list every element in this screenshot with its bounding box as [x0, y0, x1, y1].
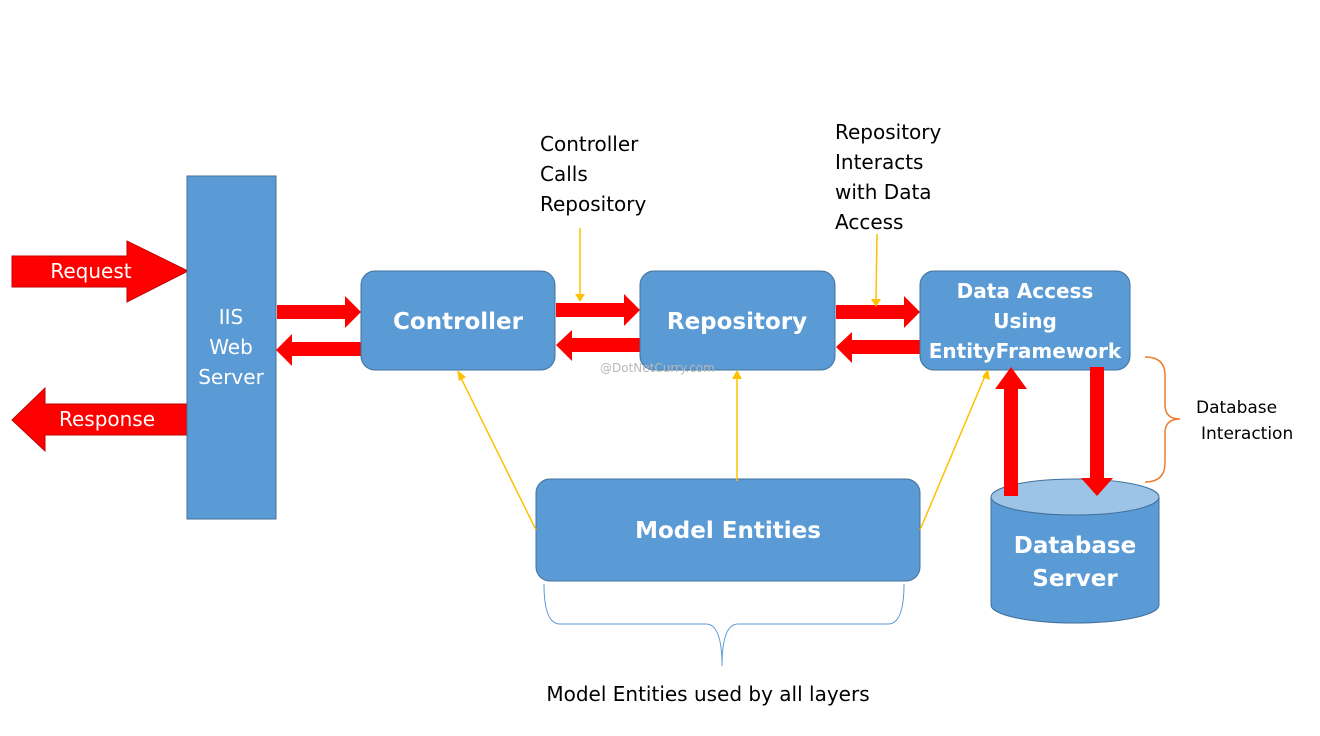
- model-connectors: [457, 369, 990, 531]
- request-arrow: Request: [11, 240, 190, 303]
- model-entities-used-label: Model Entities used by all layers: [546, 682, 869, 706]
- watermark: @DotNetCurry.com: [600, 361, 715, 375]
- repository-label: Repository: [667, 309, 807, 335]
- iis-label-line1: IIS: [219, 305, 244, 329]
- controller-calls-line1: Controller: [540, 132, 639, 156]
- iis-to-controller-arrow: [277, 296, 361, 328]
- dataaccess-to-database-arrow: [1081, 367, 1113, 496]
- data-access-box: Data Access Using EntityFramework: [919, 270, 1131, 371]
- repository-interacts-line1: Repository: [835, 120, 942, 144]
- controller-calls-line3: Repository: [540, 192, 647, 216]
- request-label: Request: [50, 259, 131, 283]
- controller-calls-annotation: Controller Calls Repository: [540, 132, 647, 216]
- database-label-line1: Database: [1014, 533, 1136, 559]
- model-entities-label: Model Entities: [635, 518, 821, 544]
- response-arrow: Response: [11, 386, 189, 453]
- database-interaction-line1: Database: [1196, 398, 1277, 418]
- controller-to-repository-arrow: [556, 294, 640, 326]
- data-access-label-line1: Data Access: [957, 279, 1094, 303]
- annotation-pointers: [575, 228, 881, 307]
- repository-to-dataaccess-arrow: [836, 296, 920, 328]
- repository-interacts-line3: with Data: [835, 180, 932, 204]
- dataaccess-to-repository-arrow: [836, 332, 920, 363]
- response-label: Response: [59, 407, 155, 431]
- database-server-cylinder: Database Server: [990, 478, 1160, 624]
- database-interaction-line2: Interaction: [1201, 424, 1293, 444]
- database-interaction-annotation: Database Interaction: [1196, 398, 1293, 444]
- controller-to-iis-arrow: [276, 334, 361, 366]
- controller-box: Controller: [360, 270, 556, 371]
- iis-label-line3: Server: [198, 365, 264, 389]
- database-interaction-brace: [1144, 356, 1181, 483]
- data-access-label-line2: Using: [993, 309, 1057, 333]
- iis-web-server-box: IIS Web Server: [186, 175, 277, 520]
- repository-interacts-line2: Interacts: [835, 150, 923, 174]
- database-to-dataaccess-arrow: [995, 367, 1027, 496]
- model-entities-box: Model Entities: [535, 478, 921, 582]
- controller-label: Controller: [393, 309, 524, 335]
- database-label-line2: Server: [1032, 566, 1118, 592]
- repository-interacts-annotation: Repository Interacts with Data Access: [835, 120, 942, 234]
- repository-interacts-line4: Access: [835, 210, 903, 234]
- iis-label-line2: Web: [209, 335, 253, 359]
- repository-box: Repository: [639, 270, 836, 371]
- controller-calls-line2: Calls: [540, 162, 588, 186]
- data-access-label-line3: EntityFramework: [929, 339, 1122, 363]
- model-entities-brace: [543, 583, 905, 667]
- repository-to-controller-arrow: [556, 330, 640, 361]
